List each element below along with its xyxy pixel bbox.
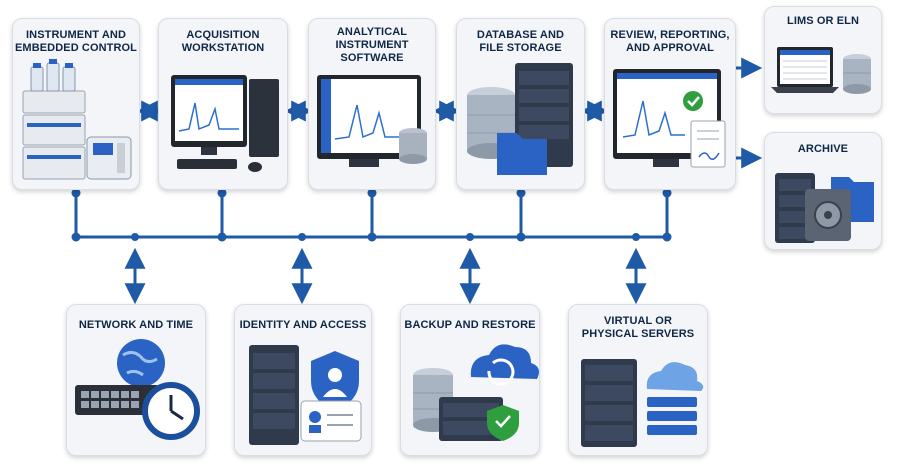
backup-title: BACKUP AND RESTORE bbox=[404, 319, 536, 331]
top-drops bbox=[74, 192, 669, 237]
database-server-icon bbox=[467, 63, 573, 175]
approval-monitor-icon bbox=[613, 69, 726, 168]
instrument-card: INSTRUMENT AND EMBEDDED CONTROL bbox=[12, 18, 140, 190]
identity-card: IDENTITY AND ACCESS bbox=[234, 304, 372, 456]
server-cloud-icon bbox=[581, 359, 704, 447]
identity-title: IDENTITY AND ACCESS bbox=[239, 319, 367, 331]
lims-card: LIMS OR ELN bbox=[764, 6, 882, 114]
database-title: DATABASE AND FILE STORAGE bbox=[476, 29, 565, 54]
workstation-icon bbox=[171, 75, 279, 172]
network-card: NETWORK AND TIME bbox=[66, 304, 206, 456]
archive-title: ARCHIVE bbox=[797, 143, 849, 155]
backup-card: BACKUP AND RESTORE bbox=[400, 304, 540, 456]
archive-vault-icon bbox=[775, 173, 874, 243]
servers-title: VIRTUAL OR PHYSICAL SERVERS bbox=[581, 315, 695, 340]
servers-card: VIRTUAL OR PHYSICAL SERVERS bbox=[568, 304, 708, 456]
review-title: REVIEW, REPORTING, AND APPROVAL bbox=[610, 29, 730, 54]
archive-card: ARCHIVE bbox=[764, 132, 882, 250]
backup-cloud-icon bbox=[413, 344, 539, 441]
database-card: DATABASE AND FILE STORAGE bbox=[456, 18, 585, 190]
network-switch-clock-icon bbox=[75, 339, 200, 440]
top-arrows bbox=[136, 57, 763, 169]
network-title: NETWORK AND TIME bbox=[78, 319, 194, 331]
analytical-card: ANALYTICAL INSTRUMENT SOFTWARE bbox=[308, 18, 436, 190]
laptop-database-icon bbox=[771, 47, 871, 94]
lims-title: LIMS OR ELN bbox=[787, 15, 859, 27]
acquisition-title: ACQUISITION WORKSTATION bbox=[181, 29, 265, 54]
bus-junctions bbox=[71, 188, 672, 242]
lab-instrument-icon bbox=[22, 59, 132, 180]
instrument-title: INSTRUMENT AND EMBEDDED CONTROL bbox=[15, 29, 137, 54]
software-monitor-icon bbox=[317, 75, 427, 167]
identity-shield-icon bbox=[249, 345, 362, 445]
analytical-title: ANALYTICAL INSTRUMENT SOFTWARE bbox=[335, 26, 409, 64]
bottom-drops bbox=[124, 247, 647, 305]
acquisition-card: ACQUISITION WORKSTATION bbox=[158, 18, 288, 190]
review-card: REVIEW, REPORTING, AND APPROVAL bbox=[604, 18, 736, 190]
